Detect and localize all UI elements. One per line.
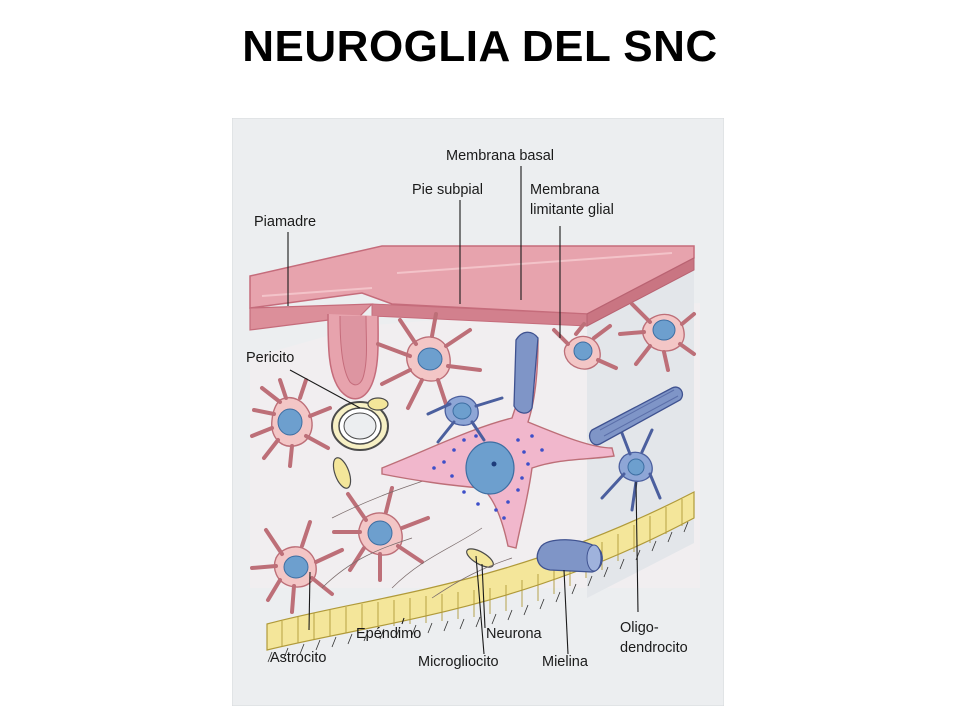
capillary xyxy=(331,401,389,451)
oligodendrocyte-upper xyxy=(426,395,504,444)
label-oligo-line1: Oligo- xyxy=(620,620,659,636)
label-neurona: Neurona xyxy=(486,626,543,642)
neuron xyxy=(381,337,615,549)
astrocyte-right xyxy=(618,302,696,372)
astrocyte-subpial xyxy=(552,322,618,370)
label-oligo-line2: dendrocito xyxy=(620,640,688,656)
astrocyte-bottom-mid xyxy=(332,486,430,582)
label-astrocito: Astrocito xyxy=(270,650,326,666)
label-membrana-limitante-line1: Membrana xyxy=(530,182,600,198)
label-ependimo: Epéndimo xyxy=(356,626,421,642)
myelin-sheath-lower xyxy=(536,539,603,573)
astrocyte-top xyxy=(376,312,482,412)
oligodendrocyte-right xyxy=(600,426,662,512)
astrocyte-bottom-left xyxy=(250,520,344,614)
label-mielina: Mielina xyxy=(542,654,589,670)
ependyma-layer xyxy=(266,491,695,663)
piamadre-membrane xyxy=(249,245,695,400)
label-membrana-limitante-line2: limitante glial xyxy=(530,202,614,218)
myelin-sheath-upper xyxy=(513,331,539,414)
leader-lines xyxy=(287,166,639,655)
slide-title: NEUROGLIA DEL SNC xyxy=(242,22,718,71)
pericyte xyxy=(367,397,389,411)
label-pericito: Pericito xyxy=(246,350,294,366)
neuroglia-diagram: Membrana basal Pie subpial Membrana limi… xyxy=(232,118,724,706)
label-pie-subpial: Pie subpial xyxy=(412,182,483,198)
label-microgliocito: Microgliocito xyxy=(418,654,499,670)
microglia-cell xyxy=(332,457,352,489)
myelin-sheath-right xyxy=(588,386,684,446)
astrocyte-left xyxy=(250,378,332,468)
label-piamadre: Piamadre xyxy=(254,214,316,230)
label-membrana-basal: Membrana basal xyxy=(446,148,554,164)
